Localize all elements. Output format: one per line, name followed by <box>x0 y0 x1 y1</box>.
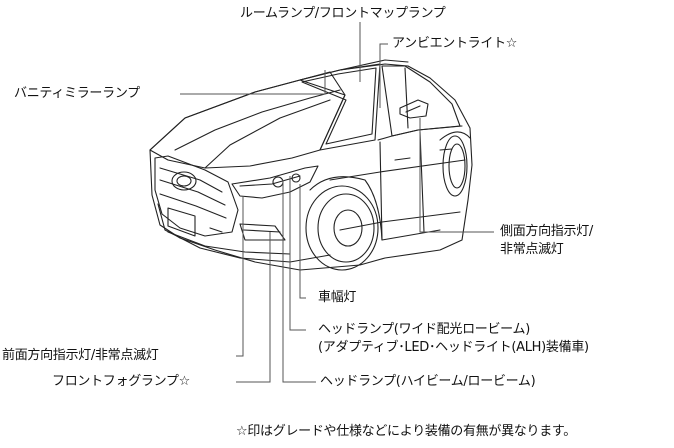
label-headlamp-low-line2: (アダプティブ･LED･ヘッドライト(ALH)装備車) <box>318 340 589 355</box>
label-side-turn-signal-line2: 非常点滅灯 <box>500 242 564 257</box>
label-headlamp-high: ヘッドランプ(ハイビーム/ロービーム) <box>320 374 536 389</box>
footnote: ☆印はグレードや仕様などにより装備の有無が異なります。 <box>236 424 576 439</box>
label-front-fog-lamp: フロントフォグランプ☆ <box>52 374 190 389</box>
label-ambient-light: アンビエントライト☆ <box>392 36 518 51</box>
label-room-lamp: ルームランプ/フロントマップランプ <box>240 6 446 21</box>
label-vanity-mirror-lamp: バニティミラーランプ <box>14 86 140 101</box>
label-side-turn-signal-line1: 側面方向指示灯/ <box>500 224 593 239</box>
label-position-lamp: 車幅灯 <box>318 290 357 305</box>
label-front-turn-signal: 前面方向指示灯/非常点滅灯 <box>2 348 159 363</box>
label-headlamp-low-line1: ヘッドランプ(ワイド配光ロービーム) <box>318 322 530 337</box>
